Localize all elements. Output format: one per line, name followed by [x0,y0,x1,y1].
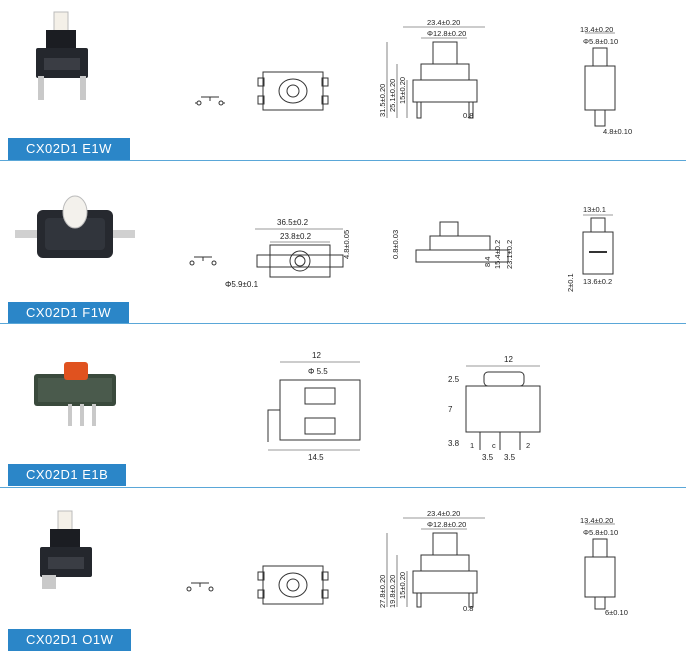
dim-width: 12 [504,355,513,364]
side-view-drawing: 13±0.1 2±0.1 13.6±0.2 [566,205,614,292]
pin-label-2: 2 [526,441,530,450]
top-view-drawing: 12 Φ 5.5 14.5 [267,351,361,462]
dim-width: 23.4±0.20 [427,18,460,27]
switch-symbol [189,256,217,266]
switch-photo-f1w [15,195,135,258]
top-view-drawing [257,565,329,605]
dim-body-width: 23.8±0.2 [280,232,312,241]
dim-side-button: Φ5.8±0.10 [583,37,618,46]
dim-button-dia: Φ 5.5 [308,367,328,376]
top-view-drawing [257,71,329,111]
pin-label-1: 1 [470,441,474,450]
product-label-e1w: CX02D1 E1W [8,138,130,160]
dim-side-width: 13±0.1 [583,205,606,214]
front-view-drawing: 23.4±0.20 Φ12.8±0.20 31.5±0.20 25.1±0.20… [378,18,485,120]
front-view-drawing: 0.8±0.03 8.4 15.4±0.2 23.1±0.2 [391,221,514,269]
product-row-o1w: 23.4±0.20 Φ12.8±0.20 27.8±0.20 19.8±0.20… [0,489,686,659]
switch-symbol [186,582,214,592]
dim-side-pin: 4.8±0.10 [603,127,632,136]
dim-width: 23.4±0.20 [427,509,460,518]
dim-button-dia: Φ12.8±0.20 [427,520,466,529]
switch-photo-e1w [36,11,88,100]
dim-button-dia: Φ12.8±0.20 [427,29,466,38]
dim-base-height: 15±0.20 [398,77,407,104]
dim-side-width: 13.4±0.20 [580,25,613,34]
dim-thickness: 4.8±0.05 [342,230,351,259]
front-view-drawing: 12 2.5 7 3.8 1 c 2 3.5 3.5 [448,355,541,462]
dim-side-tab: 2±0.1 [566,273,575,292]
dim-pitch-2: 3.5 [504,453,516,462]
pin-label-c: c [492,441,496,450]
dim-pin-h: 3.8 [448,439,460,448]
dim-button-dia: Φ5.9±0.1 [225,280,259,289]
dim-height: 23.1±0.2 [505,240,514,269]
dim-body-h: 7 [448,405,453,414]
dim-height: 31.5±0.20 [378,84,387,117]
dim-height: 27.8±0.20 [378,575,387,608]
top-view-drawing: 36.5±0.2 23.8±0.2 4.8±0.05 Φ5.9±0.1 [225,218,351,289]
dim-side-base: 13.6±0.2 [583,277,612,286]
dim-pitch-1: 3.5 [482,453,494,462]
side-view-drawing: 13.4±0.20 Φ5.8±0.10 4.8±0.10 [580,25,632,136]
switch-symbol [195,96,225,106]
switch-photo-o1w [40,510,92,589]
dim-pin: 0.8 [463,604,473,613]
dim-side-width: 13.4±0.20 [580,516,613,525]
dim-side-pin: 6±0.10 [605,608,628,617]
product-row-e1w: 23.4±0.20 Φ12.8±0.20 31.5±0.20 25.1±0.20… [0,0,686,162]
product-label-e1b: CX02D1 E1B [8,464,127,486]
dim-pin-thick: 0.8±0.03 [391,230,400,259]
product-label-f1w: CX02D1 F1W [8,302,130,324]
dim-base-height: 15±0.20 [398,572,407,599]
dim-button-h: 2.5 [448,375,460,384]
switch-photo-e1b [34,362,116,426]
row-divider [0,160,686,161]
product-row-f1w: 36.5±0.2 23.8±0.2 4.8±0.05 Φ5.9±0.1 0.8±… [0,162,686,324]
dim-side-button: Φ5.8±0.10 [583,528,618,537]
product-row-e1b: 12 Φ 5.5 14.5 12 2.5 7 3.8 1 c 2 3.5 3.5… [0,324,686,489]
front-view-drawing: 23.4±0.20 Φ12.8±0.20 27.8±0.20 19.8±0.20… [378,509,485,613]
dim-pin: 0.8 [463,111,473,120]
dim-a: 8.4 [483,257,492,267]
row-divider [0,487,686,488]
side-view-drawing: 13.4±0.20 Φ5.8±0.10 6±0.10 [580,516,628,617]
row-divider [0,323,686,324]
dim-length: 14.5 [308,453,324,462]
dim-width: 12 [312,351,321,360]
dim-body-height: 25.1±0.20 [388,79,397,112]
dim-width: 36.5±0.2 [277,218,309,227]
product-label-o1w: CX02D1 O1W [8,629,132,651]
dim-body-height: 19.8±0.20 [388,575,397,608]
dim-b: 15.4±0.2 [493,240,502,269]
